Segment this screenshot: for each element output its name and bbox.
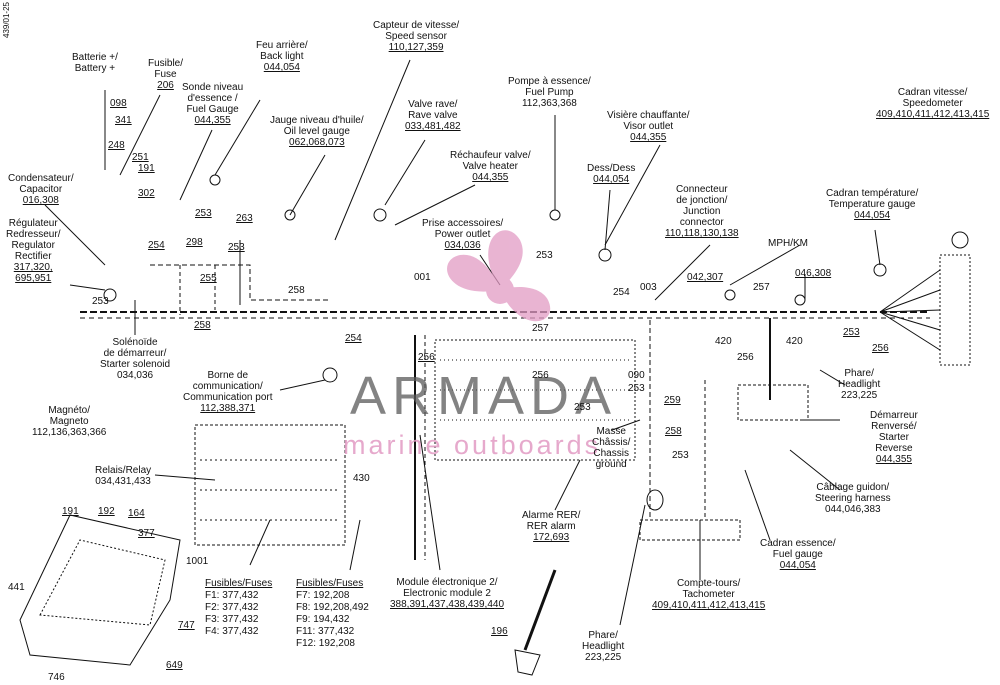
fuse-list-left-title: Fusibles/Fuses <box>205 578 273 589</box>
part-number: 254 <box>345 333 362 344</box>
part-number: 746 <box>48 672 65 683</box>
part-number: 747 <box>178 620 195 631</box>
part-number: 253 <box>536 250 553 261</box>
part-number: 298 <box>186 237 203 248</box>
part-number: 254 <box>148 240 165 251</box>
part-number: 248 <box>108 140 125 151</box>
part-number: 430 <box>353 473 370 484</box>
part-number: 253 <box>628 383 645 394</box>
part-number: 258 <box>665 426 682 437</box>
part-number: 251 <box>132 152 149 163</box>
part-number: 377 <box>138 528 155 539</box>
document-id: 439/01-25 <box>2 2 11 39</box>
part-number: 253 <box>92 296 109 307</box>
part-number: 253 <box>228 242 245 253</box>
part-number: 192 <box>98 506 115 517</box>
part-number: 257 <box>532 323 549 334</box>
part-number: 341 <box>115 115 132 126</box>
part-number: 259 <box>664 395 681 406</box>
label-mph-km: MPH/KM <box>768 238 808 249</box>
part-number: 003 <box>640 282 657 293</box>
part-number: 257 <box>753 282 770 293</box>
part-number: 420 <box>786 336 803 347</box>
part-number: 441 <box>8 582 25 593</box>
ref-046-308: 046,308 <box>795 268 832 279</box>
part-number: 191 <box>138 163 155 174</box>
part-number: 256 <box>872 343 889 354</box>
part-number: 254 <box>613 287 630 298</box>
watermark-brand: ARMADA <box>350 366 618 426</box>
part-number: 253 <box>843 327 860 338</box>
part-number: 196 <box>491 626 508 637</box>
part-number: 1001 <box>186 556 209 567</box>
part-number: 420 <box>715 336 732 347</box>
part-number: 258 <box>194 320 211 331</box>
part-number: 263 <box>236 213 253 224</box>
part-number: 302 <box>138 188 155 199</box>
part-number: 253 <box>195 208 212 219</box>
part-number: 256 <box>418 352 435 363</box>
label-battery: Batterie +/Battery + <box>72 52 118 74</box>
label-electronic-module: Module électronique 2/Electronic module … <box>390 577 504 610</box>
part-number: 001 <box>414 272 431 283</box>
part-number: 090 <box>628 370 645 381</box>
fuse-list-right-title: Fusibles/Fuses <box>296 578 364 589</box>
part-number: 256 <box>532 370 549 381</box>
part-number: 255 <box>200 273 217 284</box>
part-number: 253 <box>672 450 689 461</box>
ref-042-307: 042,307 <box>687 272 724 283</box>
part-number: 098 <box>110 98 127 109</box>
watermark-tagline: marine outboards <box>343 430 602 460</box>
part-number: 253 <box>574 402 591 413</box>
part-number: 258 <box>288 285 305 296</box>
part-number: 649 <box>166 660 183 671</box>
part-number: 191 <box>62 506 79 517</box>
part-number: 164 <box>128 508 145 519</box>
part-number: 256 <box>737 352 754 363</box>
